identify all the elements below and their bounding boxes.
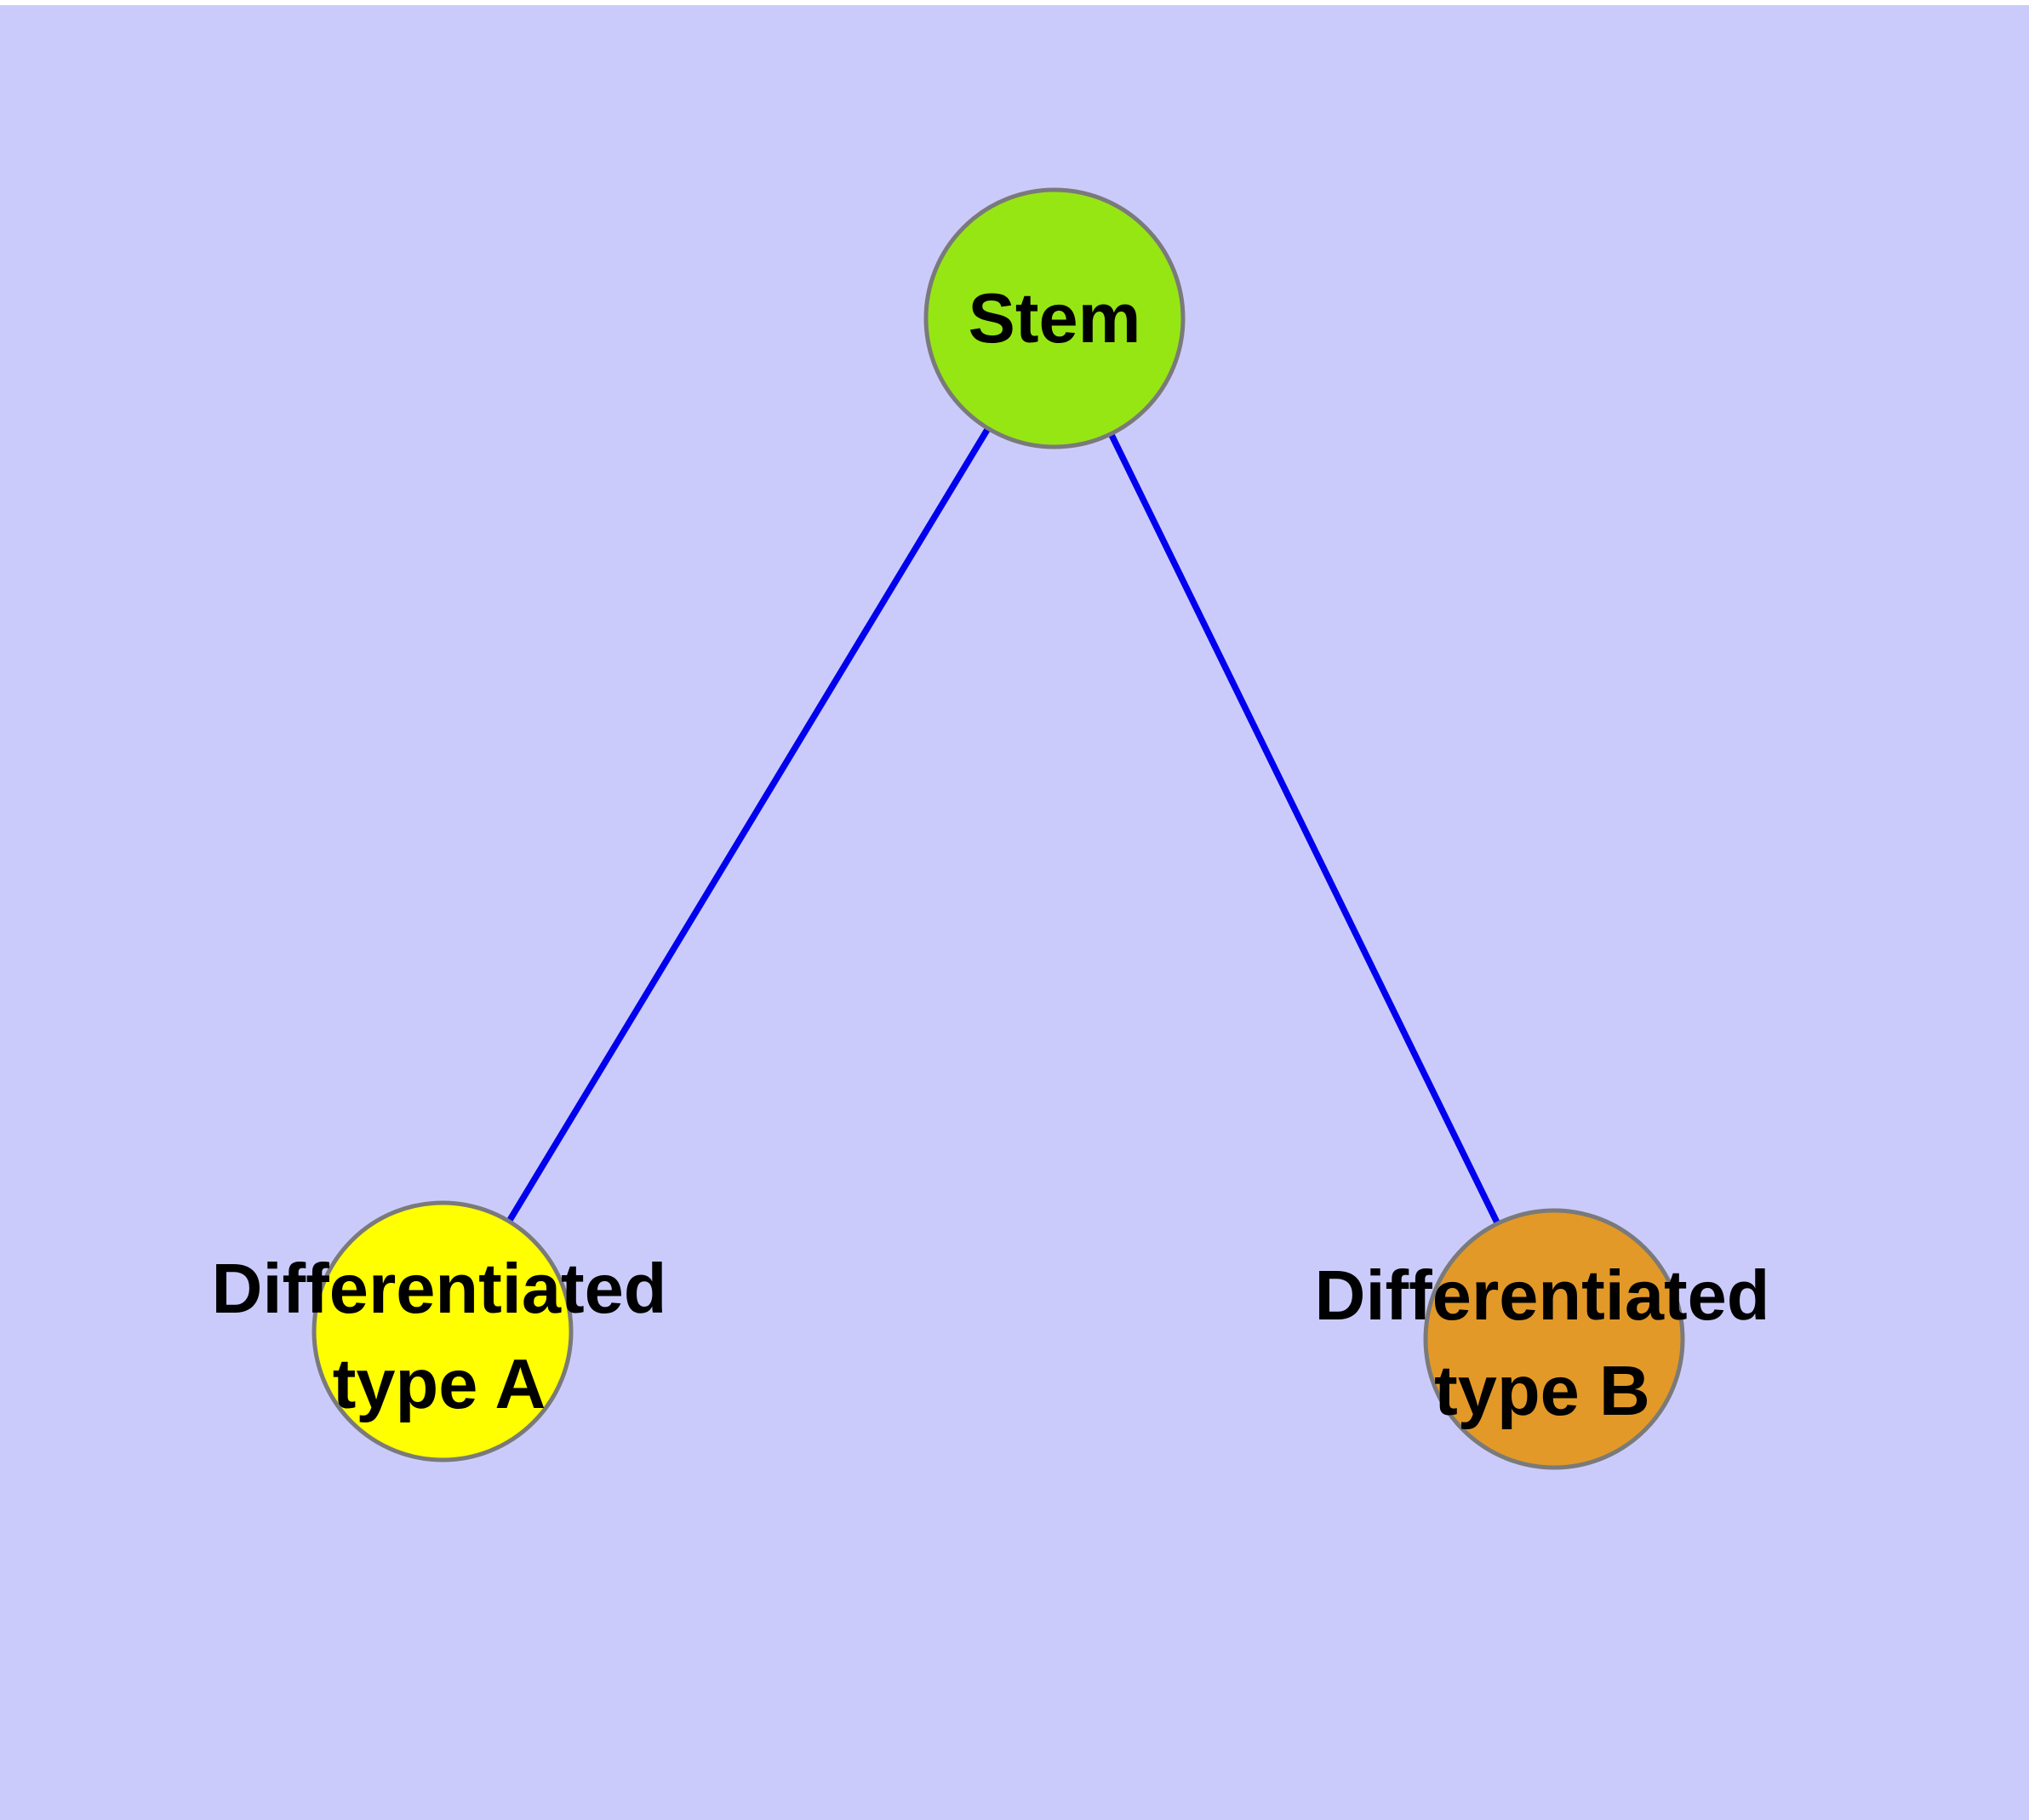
- node-type-b-label: Differentiated type B: [1315, 1248, 1770, 1439]
- node-type-a-circle: [311, 1200, 574, 1462]
- node-type-a-label-line2: type A: [332, 1344, 546, 1423]
- node-stem-circle: [923, 187, 1186, 449]
- node-type-a-label: Differentiated type A: [212, 1241, 667, 1432]
- node-stem-label: Stem: [968, 278, 1141, 358]
- node-type-b-label-line1: Differentiated: [1314, 1256, 1770, 1335]
- node-type-a-label-line1: Differentiated: [211, 1249, 667, 1328]
- node-type-b-label-line2: type B: [1434, 1351, 1650, 1430]
- edge-stem-to-type-a: [439, 317, 1058, 1333]
- node-type-b-circle: [1423, 1208, 1685, 1470]
- top-margin-strip: [0, 0, 2029, 5]
- edge-stem-to-type-b: [1051, 317, 1557, 1341]
